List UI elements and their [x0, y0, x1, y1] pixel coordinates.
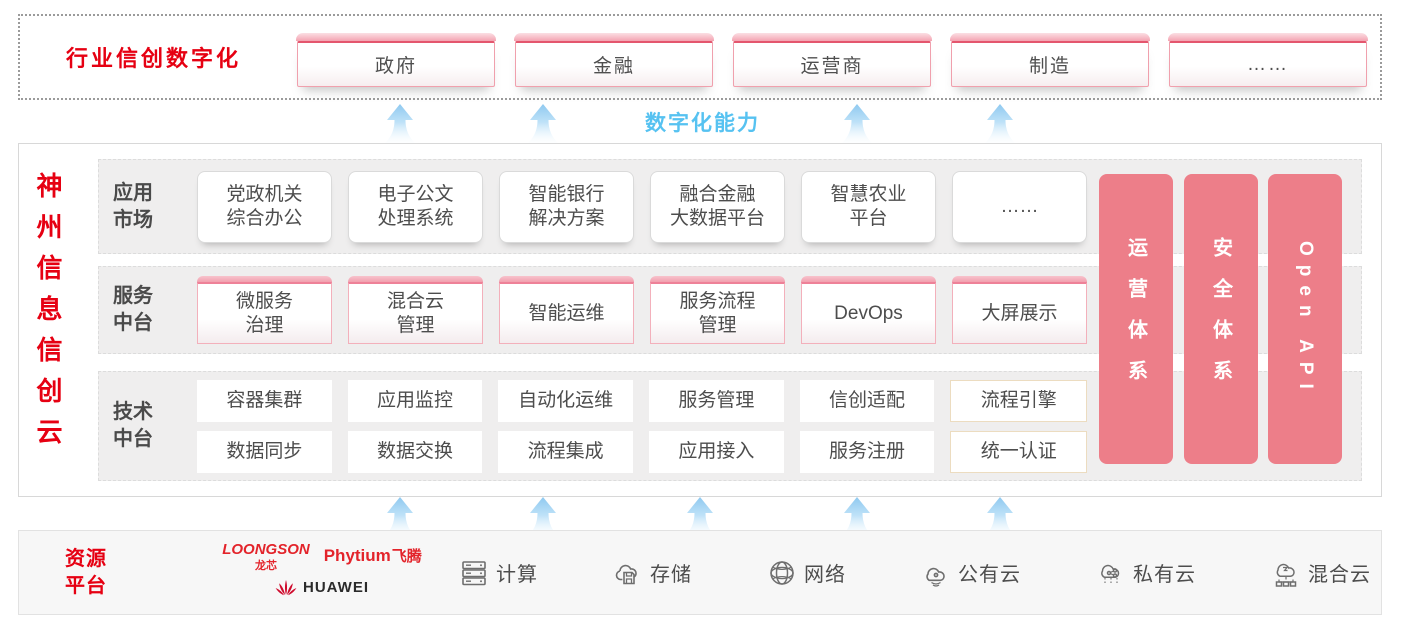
tile: 自动化运维: [498, 379, 634, 422]
industry-row: 政府 金融 运营商 制造 ……: [296, 33, 1368, 87]
tile: 服务流程 管理: [650, 276, 785, 344]
up-arrow-icon: [383, 104, 417, 145]
up-arrow-icon: [840, 104, 874, 145]
industry-band-title: 行业信创数字化: [66, 46, 242, 71]
huawei-wordmark: HUAWEI: [303, 579, 369, 596]
tile: 服务管理: [649, 379, 784, 422]
row-tech-platform: 技术 中台 容器集群 应用监控 自动化运维 服务管理 信创适配 流程引擎 数据同…: [98, 371, 1362, 481]
tile: 应用监控: [347, 379, 483, 422]
tile: 大屏展示: [952, 276, 1087, 344]
resource-item-label: 混合云: [1308, 564, 1371, 586]
industry-label: 政府: [374, 56, 417, 77]
industry-box-telecom: 运营商: [732, 33, 932, 87]
resource-item-private-cloud: 私有云: [1096, 558, 1196, 588]
industry-label: 制造: [1028, 56, 1071, 77]
resource-item-storage: 存储: [613, 558, 692, 588]
platform-rows: 应用 市场 党政机关 综合办公 电子公文 处理系统 智能银行 解决方案 融合金融…: [98, 159, 1362, 481]
phytium-wordmark: Phytium: [323, 546, 391, 565]
huawei-petal-icon: [275, 579, 297, 595]
row-tech-tiles: 容器集群 应用监控 自动化运维 服务管理 信创适配 流程引擎 数据同步 数据交换…: [197, 379, 1088, 473]
private-cloud-icon: [1101, 564, 1120, 584]
pillar-security: 安全体系: [1184, 174, 1258, 464]
tile: 应用接入: [649, 430, 784, 473]
loongson-cn: 龙芯: [254, 560, 277, 572]
tile: 流程引擎: [950, 379, 1088, 422]
tile: 智能运维: [499, 276, 634, 344]
tile: 容器集群: [197, 379, 332, 422]
row-label-tech-platform: 技术 中台: [113, 401, 153, 450]
up-arrow-icon: [526, 104, 560, 145]
industry-box-more: ……: [1168, 33, 1368, 87]
compute-icon: [462, 560, 486, 585]
tile: 智能银行 解决方案: [499, 170, 634, 243]
tile: 融合金融 大数据平台: [650, 170, 785, 243]
resource-band-title: 资源 平台: [65, 547, 107, 597]
tile: 服务注册: [799, 430, 935, 473]
row-app-market-tiles: 党政机关 综合办公 电子公文 处理系统 智能银行 解决方案 融合金融 大数据平台…: [197, 170, 1087, 243]
loongson-wordmark: LOONGSON: [222, 541, 310, 558]
resource-item-label: 公有云: [958, 564, 1021, 586]
industry-box-finance: 金融: [514, 33, 714, 87]
tile-more: ……: [952, 170, 1087, 243]
resource-item-label: 存储: [650, 564, 692, 586]
pillar-open-api: Open API: [1268, 174, 1342, 464]
tile: 流程集成: [498, 430, 634, 473]
storage-icon: [615, 564, 637, 584]
resource-items: 计算 存储 网络: [459, 531, 1371, 614]
industry-box-government: 政府: [296, 33, 496, 87]
tile: 数据交换: [347, 430, 483, 473]
tile: 智慧农业 平台: [801, 170, 936, 243]
resource-item-network: 网络: [767, 558, 846, 588]
phytium-cn: 飞腾: [391, 548, 422, 565]
row-service-tiles: 微服务 治理 混合云 管理 智能运维 服务流程 管理 DevOps 大屏展示: [197, 276, 1087, 344]
industry-band: 行业信创数字化 政府 金融 运营商 制造 ……: [18, 14, 1382, 100]
industry-label: 金融: [592, 56, 635, 77]
resource-item-hybrid-cloud: 混合云: [1271, 558, 1371, 588]
hybrid-cloud-icon: [1275, 563, 1297, 587]
resource-item-public-cloud: 公有云: [921, 558, 1021, 588]
tile: 微服务 治理: [197, 276, 332, 344]
industry-label: 运营商: [800, 56, 864, 77]
loongson-logo: LOONGSON 龙芯: [222, 541, 310, 573]
huawei-logo: HUAWEI: [275, 579, 369, 596]
resource-item-label: 私有云: [1133, 564, 1196, 586]
row-label-app-market: 应用 市场: [113, 181, 153, 231]
tile: DevOps: [801, 276, 936, 344]
platform-box: 神州信息信创云 应用 市场 党政机关 综合办公 电子公文 处理系统 智能银行 解…: [18, 143, 1382, 497]
platform-side-title: 神州信息信创云: [33, 172, 63, 459]
public-cloud-icon: [926, 567, 945, 587]
tile: 统一认证: [950, 430, 1088, 473]
pillar-operations: 运营体系: [1099, 174, 1173, 464]
resource-item-label: 网络: [804, 564, 846, 586]
tile: 党政机关 综合办公: [197, 170, 332, 243]
up-arrow-icon: [983, 104, 1017, 145]
tile: 混合云 管理: [348, 276, 483, 344]
tile: 信创适配: [799, 379, 935, 422]
industry-label: ……: [1247, 53, 1289, 75]
tile: 电子公文 处理系统: [348, 170, 483, 243]
row-label-service-platform: 服务 中台: [113, 285, 153, 334]
capability-label: 数字化能力: [645, 112, 760, 135]
network-icon: [770, 560, 794, 585]
industry-box-manufacturing: 制造: [950, 33, 1150, 87]
tile: 数据同步: [197, 430, 332, 473]
resource-item-compute: 计算: [459, 558, 538, 588]
resource-item-label: 计算: [496, 564, 538, 586]
